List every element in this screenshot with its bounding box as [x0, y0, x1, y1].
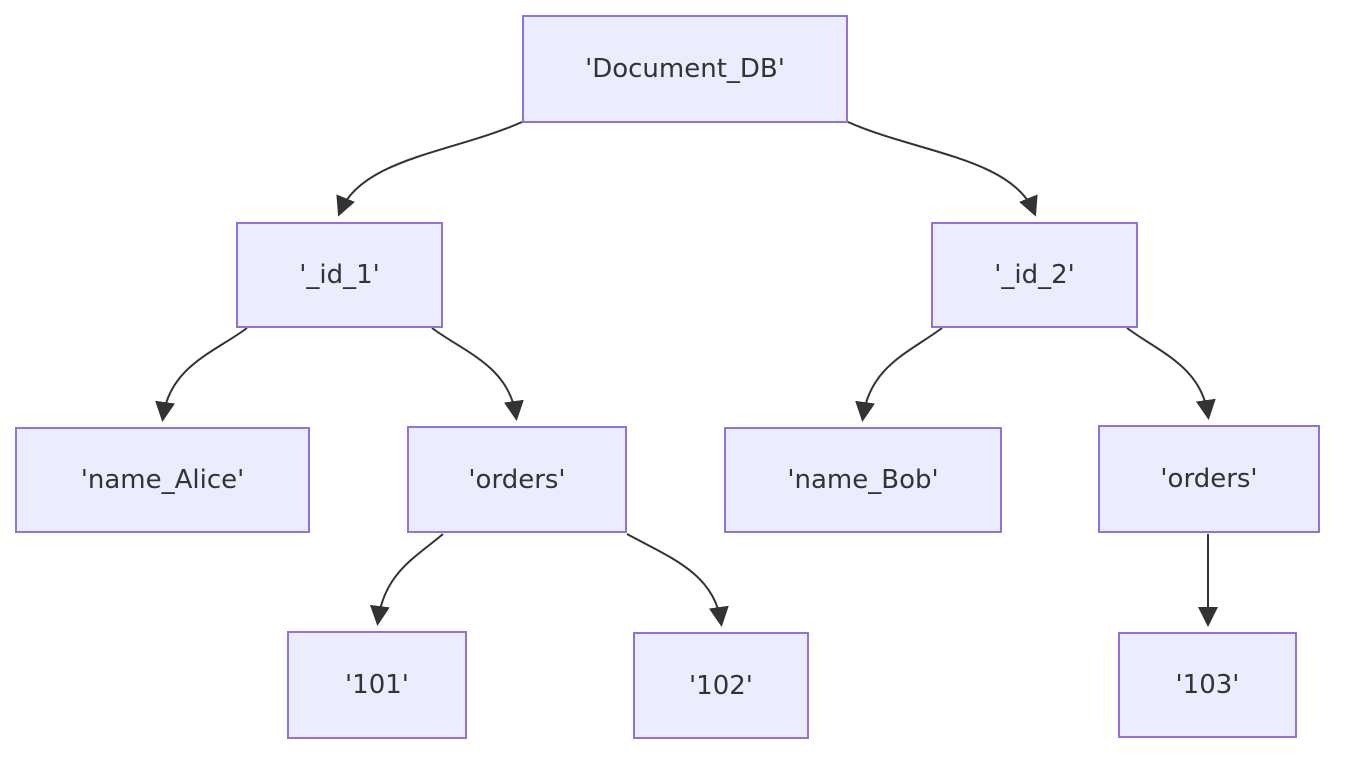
edge-document-db-to-id-2 — [847, 121, 1038, 217]
node-orders-right: 'orders' — [1098, 425, 1320, 533]
node-101: '101' — [287, 631, 467, 739]
edge-orders-left-to-102 — [626, 533, 729, 627]
node-102: '102' — [633, 632, 809, 739]
edge-id-1-to-name-alice — [155, 327, 248, 422]
node-name-bob: 'name_Bob' — [724, 427, 1002, 533]
edge-document-db-to-id-1 — [336, 121, 523, 217]
node-document-db: 'Document_DB' — [522, 15, 848, 123]
edge-orders-left-to-101 — [369, 533, 444, 626]
node-orders-left: 'orders' — [407, 426, 627, 533]
node-103: '103' — [1118, 632, 1297, 738]
node-id-2: '_id_2' — [931, 222, 1138, 328]
edge-id-1-to-orders-left — [431, 327, 524, 421]
edge-id-2-to-orders-right — [1126, 327, 1216, 420]
edge-id-2-to-name-bob — [855, 327, 943, 422]
node-name-alice: 'name_Alice' — [15, 427, 310, 533]
node-id-1: '_id_1' — [236, 222, 443, 328]
